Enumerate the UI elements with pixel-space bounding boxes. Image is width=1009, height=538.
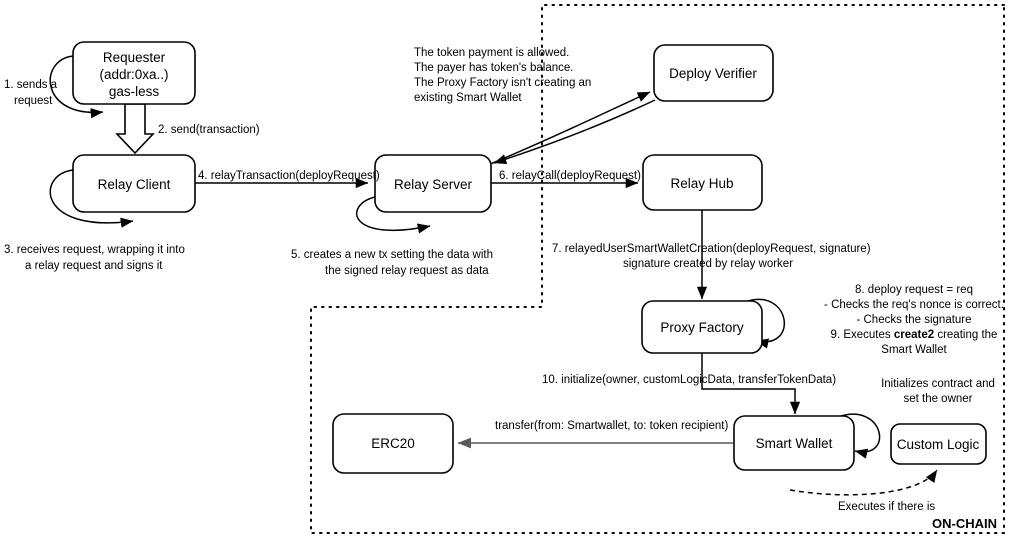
node-deploy-verifier[interactable]: Deploy Verifier bbox=[653, 44, 774, 102]
label-step2: 2. send(transaction) bbox=[158, 124, 260, 136]
node-relay-hub-label: Relay Hub bbox=[670, 176, 733, 191]
note-verifier-line-0: The token payment is allowed. bbox=[414, 47, 569, 59]
node-proxy-factory[interactable]: Proxy Factory bbox=[641, 300, 763, 354]
node-requester-line-2: gas-less bbox=[109, 84, 160, 99]
node-erc20-label: ERC20 bbox=[371, 436, 415, 451]
label-step3-line-0: 3. receives request, wrapping it into bbox=[4, 244, 185, 256]
note-custom-logic-line-0: Initializes contract and bbox=[881, 378, 995, 390]
label-step1-line-1: request bbox=[14, 95, 53, 107]
edge-step1 bbox=[49, 55, 104, 119]
node-requester[interactable]: Requester (addr:0xa..) gas-less bbox=[72, 41, 196, 105]
edge-step3 bbox=[49, 169, 134, 228]
note-verifier-line-2: The Proxy Factory isn't creating an bbox=[414, 77, 591, 89]
note-factory-line-4: 9. Executes create2 creating the bbox=[831, 329, 998, 341]
label-executes-if-there-is: Executes if there is bbox=[838, 501, 935, 513]
label-step7-line-0: 7. relayedUserSmartWalletCreation(deploy… bbox=[552, 243, 871, 255]
node-smart-wallet-label: Smart Wallet bbox=[756, 436, 833, 451]
node-custom-logic-label: Custom Logic bbox=[897, 437, 980, 452]
edge-step10 bbox=[701, 352, 801, 415]
on-chain-zone-label: ON-CHAIN bbox=[932, 516, 997, 531]
label-transfer: transfer(from: Smartwallet, to: token re… bbox=[495, 420, 728, 432]
note-custom-logic: Initializes contract and set the owner bbox=[881, 378, 995, 405]
label-step1: 1. sends a request bbox=[4, 79, 58, 107]
note-verifier-line-3: existing Smart Wallet bbox=[414, 92, 522, 104]
edge-smartwallet-self bbox=[837, 413, 881, 459]
label-step3: 3. receives request, wrapping it into a … bbox=[4, 244, 185, 272]
node-requester-line-1: (addr:0xa..) bbox=[99, 67, 168, 82]
note-factory-line-4-pre: 9. Executes bbox=[831, 329, 894, 341]
label-step4: 4. relayTransaction(deployRequest) bbox=[198, 170, 380, 182]
note-verifier-line-1: The payer has token's balance. bbox=[414, 62, 573, 74]
note-verifier-checks: The token payment is allowed. The payer … bbox=[414, 47, 591, 104]
edge-step2 bbox=[115, 103, 155, 155]
label-step7-line-1: signature created by relay worker bbox=[623, 258, 793, 270]
node-erc20[interactable]: ERC20 bbox=[332, 413, 454, 474]
note-factory-line-4-post: creating the bbox=[934, 329, 997, 341]
note-factory-checks: 8. deploy request = req - Checks the req… bbox=[824, 284, 1004, 356]
node-relay-server[interactable]: Relay Server bbox=[374, 154, 492, 213]
edge-step8-9 bbox=[744, 298, 786, 349]
node-relay-server-label: Relay Server bbox=[394, 177, 473, 192]
label-step5-line-0: 5. creates a new tx setting the data wit… bbox=[291, 249, 493, 261]
note-factory-line-3: - Checks the signature bbox=[856, 314, 971, 326]
node-relay-hub[interactable]: Relay Hub bbox=[642, 154, 763, 211]
note-factory-line-5: Smart Wallet bbox=[881, 344, 947, 356]
node-smart-wallet[interactable]: Smart Wallet bbox=[733, 415, 855, 471]
label-step6: 6. relayCall(deployRequest) bbox=[499, 170, 641, 182]
node-requester-line-0: Requester bbox=[103, 50, 166, 65]
label-step5-line-1: the signed relay request as data bbox=[325, 265, 489, 277]
node-relay-client-label: Relay Client bbox=[98, 177, 171, 192]
node-proxy-factory-label: Proxy Factory bbox=[660, 320, 744, 335]
label-step7: 7. relayedUserSmartWalletCreation(deploy… bbox=[552, 243, 871, 270]
edge-verifier-to-server bbox=[493, 99, 656, 165]
note-factory-line-2: - Checks the req's nonce is correct. bbox=[824, 299, 1004, 311]
label-step3-line-1: a relay request and signs it bbox=[25, 260, 163, 272]
edge-server-to-verifier bbox=[487, 91, 651, 166]
node-relay-client[interactable]: Relay Client bbox=[72, 154, 196, 213]
edge-step5 bbox=[356, 196, 431, 234]
on-chain-zone-border bbox=[310, 4, 1005, 534]
note-factory-create2-keyword: create2 bbox=[894, 329, 934, 341]
node-custom-logic[interactable]: Custom Logic bbox=[890, 423, 987, 465]
label-step1-line-0: 1. sends a bbox=[4, 79, 58, 91]
label-step10: 10. initialize(owner, customLogicData, t… bbox=[542, 374, 836, 386]
edge-executes-if-there-is bbox=[789, 469, 938, 496]
node-deploy-verifier-label: Deploy Verifier bbox=[669, 66, 757, 81]
note-factory-line-1: 8. deploy request = req bbox=[855, 284, 973, 296]
note-custom-logic-line-1: set the owner bbox=[903, 393, 972, 405]
label-step5: 5. creates a new tx setting the data wit… bbox=[291, 249, 493, 277]
